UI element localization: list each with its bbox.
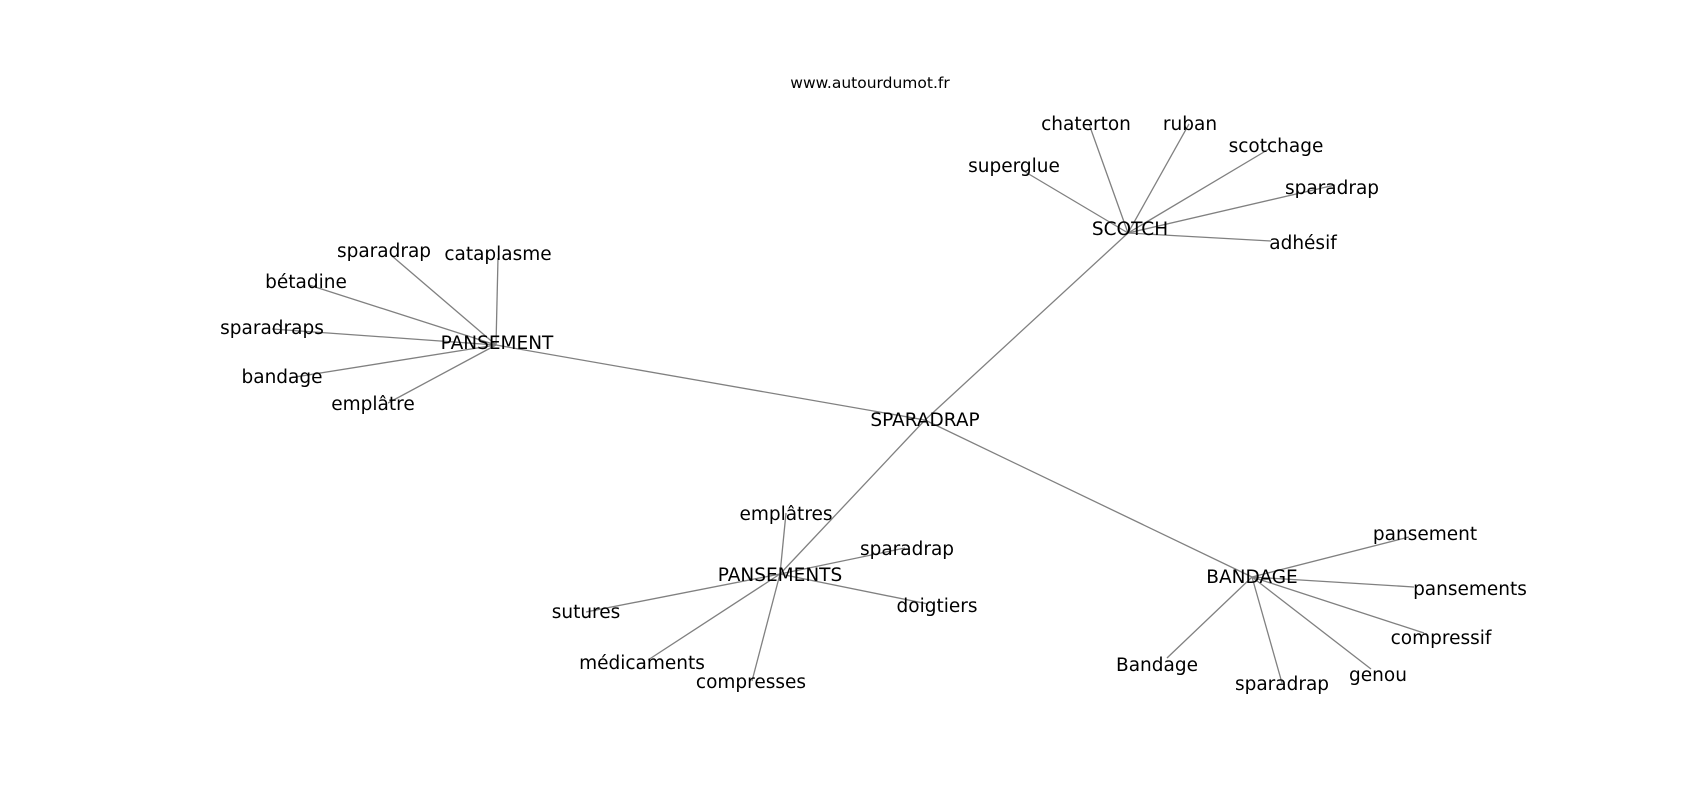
edge-pansement-leaf xyxy=(391,255,497,346)
leaf-node: cataplasme xyxy=(444,244,551,265)
leaf-node: emplâtre xyxy=(331,394,414,415)
edge-pansements-leaf xyxy=(779,547,906,575)
leaf-node: superglue xyxy=(968,156,1060,177)
edge-scotch-leaf xyxy=(1127,148,1270,234)
leaf-node: bétadine xyxy=(265,272,347,293)
leaf-node: sparadrap xyxy=(1235,674,1329,695)
edge-pansement-leaf xyxy=(387,344,497,404)
center-node: SPARADRAP xyxy=(870,410,979,431)
edge-pansements-leaf xyxy=(647,573,781,661)
leaf-node: compresses xyxy=(696,672,806,693)
edge-bandage-leaf xyxy=(1251,576,1425,634)
edge-pansements-leaf xyxy=(779,512,787,575)
edge-bandage-leaf xyxy=(1251,576,1415,588)
leaf-node: sparadrap xyxy=(337,241,431,262)
label-layer: SPARADRAP PANSEMENT sparadrap cataplasme bét… xyxy=(220,114,1527,695)
source-url: www.autourdumot.fr xyxy=(790,74,950,92)
edge-pansements-leaf xyxy=(779,573,929,605)
leaf-node: pansement xyxy=(1373,524,1477,545)
edge-center-to-bandage xyxy=(924,419,1253,578)
leaf-node: Bandage xyxy=(1116,655,1198,676)
hub-node: PANSEMENT xyxy=(441,333,554,354)
leaf-node: sparadrap xyxy=(1285,178,1379,199)
leaf-node: pansements xyxy=(1413,579,1527,600)
hub-node: PANSEMENTS xyxy=(718,565,842,586)
leaf-node: sparadrap xyxy=(860,539,954,560)
leaf-node: scotchage xyxy=(1229,136,1324,157)
edge-center-to-scotch xyxy=(924,232,1129,421)
hub-node: SCOTCH xyxy=(1092,219,1168,240)
edge-layer xyxy=(271,123,1425,684)
leaf-node: doigtiers xyxy=(897,596,978,617)
edge-scotch-leaf xyxy=(1127,232,1272,242)
edge-pansement-leaf xyxy=(288,344,497,379)
edge-pansements-leaf xyxy=(585,573,781,613)
edge-scotch-leaf xyxy=(1088,123,1129,234)
edge-bandage-leaf xyxy=(1251,536,1410,578)
leaf-node: adhésif xyxy=(1269,233,1337,254)
edge-pansement-leaf xyxy=(495,257,499,346)
leaf-node: compressif xyxy=(1391,628,1492,649)
leaf-node: bandage xyxy=(241,367,322,388)
edge-pansement-leaf xyxy=(308,284,497,346)
edge-center-to-pansement xyxy=(495,344,926,421)
edge-pansement-leaf xyxy=(271,328,497,346)
edge-center-to-pansements xyxy=(779,419,926,575)
edge-scotch-leaf xyxy=(1127,184,1336,234)
edge-bandage-leaf xyxy=(1166,576,1253,659)
leaf-node: ruban xyxy=(1163,114,1217,135)
edge-scotch-leaf xyxy=(1021,169,1129,234)
edge-pansements-leaf xyxy=(751,573,781,682)
leaf-node: chaterton xyxy=(1041,114,1131,135)
leaf-node: emplâtres xyxy=(739,504,832,525)
leaf-node: genou xyxy=(1349,665,1407,686)
edge-bandage-leaf xyxy=(1251,576,1372,670)
edge-scotch-leaf xyxy=(1127,123,1190,234)
leaf-node: médicaments xyxy=(579,653,705,674)
leaf-node: sutures xyxy=(552,602,621,623)
hub-node: BANDAGE xyxy=(1206,567,1297,588)
edge-bandage-leaf xyxy=(1251,576,1283,684)
leaf-node: sparadraps xyxy=(220,318,324,339)
